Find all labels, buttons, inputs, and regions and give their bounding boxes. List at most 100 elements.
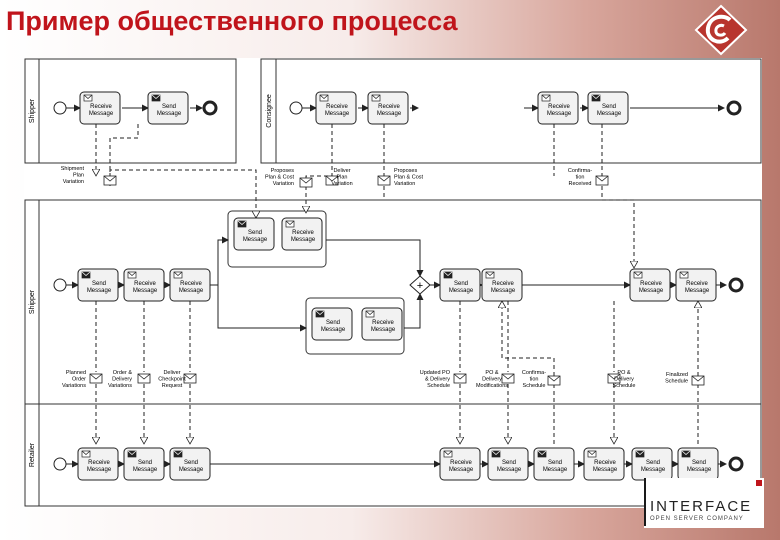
receive-envelope-icon — [587, 450, 597, 458]
process-diagram: Shipper Consignee Shipper Retailer — [24, 58, 762, 508]
pool-label-consignee: Consignee — [266, 94, 273, 128]
end-event-3 — [728, 277, 744, 293]
receive-envelope-icon — [81, 450, 91, 458]
message-envelope-icon — [595, 175, 609, 186]
pool-label-shipper-mid: Shipper — [29, 289, 36, 314]
start-event-3 — [53, 278, 67, 292]
footer-logo: INTERFACE OPEN SERVER COMPANY — [644, 478, 764, 528]
send-envelope-icon — [237, 220, 247, 228]
message-envelope-icon — [183, 373, 197, 384]
send-envelope-icon — [591, 94, 601, 102]
send-envelope-icon — [537, 450, 547, 458]
message-envelope-icon — [607, 373, 621, 384]
footer-tagline: OPEN SERVER COMPANY — [650, 516, 744, 522]
message-envelope-icon — [453, 373, 467, 384]
end-event-4 — [728, 456, 744, 472]
message-envelope-icon — [501, 373, 515, 384]
start-event-2 — [289, 101, 303, 115]
start-event-4 — [53, 457, 67, 471]
message-envelope-icon — [89, 373, 103, 384]
pool-shipper-mid: Shipper — [24, 199, 762, 405]
send-envelope-icon — [151, 94, 161, 102]
end-event-1 — [202, 100, 218, 116]
pool-retailer: Retailer — [24, 403, 762, 507]
receive-envelope-icon — [365, 310, 375, 318]
pool-label-retailer: Retailer — [29, 442, 36, 467]
svg-text:+: + — [417, 280, 423, 292]
message-envelope-icon — [377, 175, 391, 186]
receive-envelope-icon — [173, 271, 183, 279]
message-envelope-icon — [691, 375, 705, 386]
receive-envelope-icon — [319, 94, 329, 102]
end-event-2 — [726, 100, 742, 116]
send-envelope-icon — [443, 271, 453, 279]
receive-envelope-icon — [541, 94, 551, 102]
parallel-gateway: + — [409, 275, 431, 295]
send-envelope-icon — [81, 271, 91, 279]
message-envelope-icon — [299, 177, 313, 188]
message-envelope-icon — [137, 373, 151, 384]
